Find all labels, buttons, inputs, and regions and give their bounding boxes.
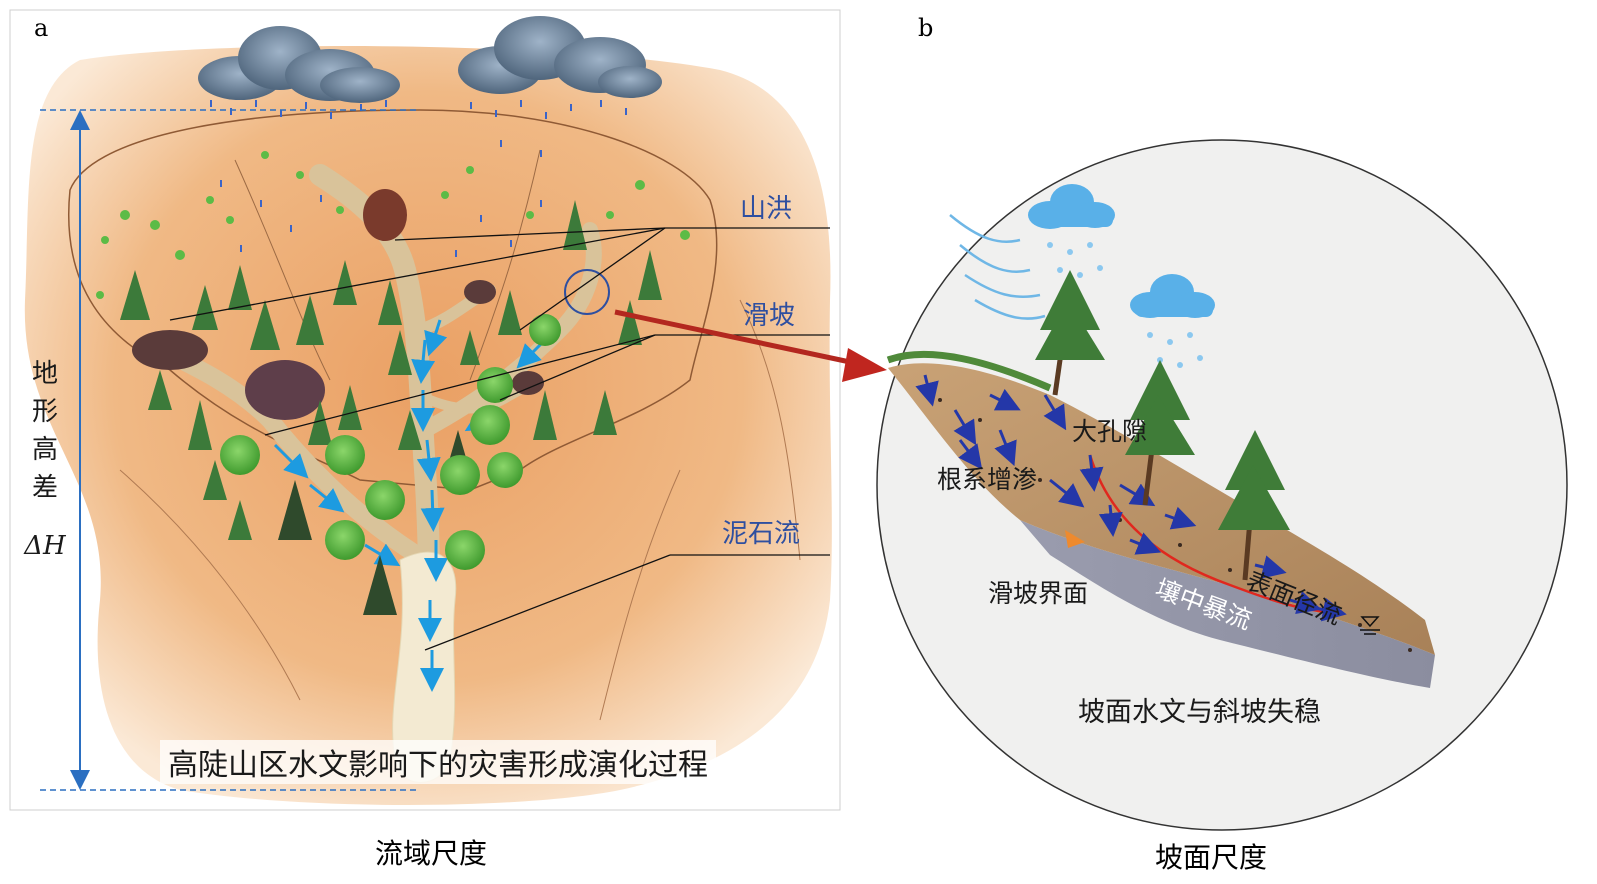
water-table-symbol: [1360, 616, 1380, 635]
panel-b-letter: b: [918, 14, 934, 42]
slope-focus-circle: [564, 269, 610, 315]
slope-trees: [1035, 270, 1290, 581]
macropore-label: 大孔隙: [1072, 417, 1148, 446]
small-clouds: [1028, 184, 1215, 318]
elevation-label-2: 形: [31, 397, 58, 427]
wind-lines: [949, 214, 1046, 320]
grass-tufts: [96, 151, 690, 299]
rain-dots: [1047, 242, 1203, 368]
elevation-label-4: 差: [31, 473, 58, 503]
interface-marker: [1065, 530, 1085, 548]
elevation-label-3: 高: [31, 435, 58, 465]
landslide-label: 滑坡: [743, 301, 796, 331]
bedrock-layer: [1020, 520, 1435, 688]
elevation-axis: [40, 109, 420, 791]
rain-drops: [210, 100, 627, 257]
elevation-label-1: 地: [31, 359, 58, 389]
round-trees: [220, 314, 561, 570]
leader-lines: [169, 227, 830, 651]
debris-flow-label: 泥石流: [722, 519, 801, 549]
soil-slope: [888, 363, 1435, 655]
zoom-arrow: [614, 309, 887, 382]
storm-clouds: [198, 16, 662, 103]
panel-a-title: 高陡山区水文影响下的灾害形成演化过程: [160, 740, 716, 784]
panel-b-caption: 坡面尺度: [1155, 841, 1268, 874]
landslide-scars: [132, 189, 544, 420]
flash-flood-label: 山洪: [740, 194, 793, 224]
panel-b-diagram: [876, 139, 1568, 831]
panel-b-title: 坡面水文与斜坡失稳: [1078, 697, 1321, 728]
delta-h-label: ΔH: [24, 531, 66, 561]
watershed-boundary: [68, 109, 718, 491]
slide-surface-label: 滑坡界面: [988, 579, 1089, 608]
root-infiltration-label: 根系增渗: [937, 465, 1038, 494]
water-flow-arrows: [915, 374, 1347, 622]
panel-a-letter: a: [34, 14, 49, 42]
panel-a-caption: 流域尺度: [375, 837, 488, 870]
conifer-trees: [120, 200, 662, 540]
panel-a-diagram: [9, 9, 841, 811]
